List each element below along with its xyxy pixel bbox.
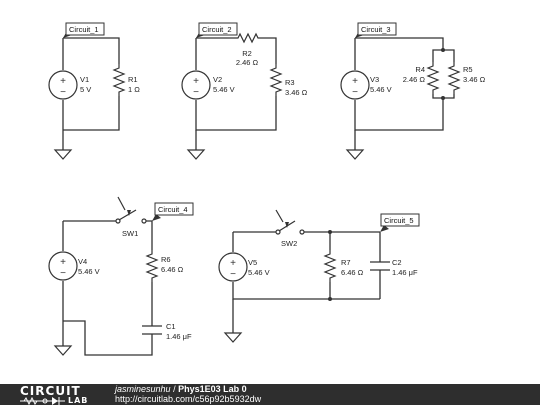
resistor-r1[interactable] (112, 64, 126, 96)
junction-dot (328, 230, 332, 234)
r3-value: 3.46 Ω (285, 88, 308, 97)
c2-value: 1.46 μF (392, 268, 418, 277)
v2-name: V2 (213, 75, 222, 84)
resistor-r2[interactable] (235, 32, 259, 44)
voltage-source-v4[interactable]: + − (48, 251, 78, 281)
voltage-source-v2[interactable]: + − (181, 70, 211, 100)
c1-value: 1.46 μF (166, 332, 192, 341)
net-label-circuit-1[interactable]: Circuit_1 (63, 22, 105, 38)
svg-text:Circuit_3: Circuit_3 (361, 25, 391, 34)
sw1-name: SW1 (122, 229, 138, 238)
project-title: Phys1E03 Lab 0 (178, 384, 247, 394)
circuit-3: + − V3 5.46 V R4 2.46 Ω R5 3.46 Ω Circui… (340, 22, 486, 160)
circuit-2: + − V2 5.46 V R2 2.46 Ω R3 3.46 Ω Circui… (181, 22, 308, 160)
net-label-circuit-4[interactable]: Circuit_4 (152, 202, 194, 221)
r5-value: 3.46 Ω (463, 75, 486, 84)
logo-wordmark-bottom: LAB (68, 396, 89, 405)
v4-value: 5.46 V (78, 267, 100, 276)
v5-name: V5 (248, 258, 257, 267)
ground-icon (54, 337, 72, 356)
net-label-circuit-5[interactable]: Circuit_5 (380, 213, 420, 232)
resistor-r6[interactable] (145, 250, 159, 282)
r7-value: 6.46 Ω (341, 268, 364, 277)
junction-dot (441, 48, 445, 52)
resistor-r4[interactable] (426, 62, 440, 94)
ground-icon (224, 324, 242, 343)
resistor-r3[interactable] (269, 64, 283, 96)
plus-sign: + (230, 258, 236, 269)
ground-icon (346, 141, 364, 160)
circuitlab-logo[interactable]: CIRCUIT LAB (20, 384, 112, 405)
r4-name: R4 (415, 65, 425, 74)
c2-name: C2 (392, 258, 402, 267)
capacitor-c1[interactable] (142, 325, 162, 335)
minus-sign: − (230, 269, 236, 280)
net-label-circuit-3[interactable]: Circuit_3 (355, 22, 397, 38)
project-url[interactable]: http://circuitlab.com/c56p92b5932dw (115, 394, 262, 404)
v5-value: 5.46 V (248, 268, 270, 277)
resistor-r7[interactable] (323, 250, 337, 282)
r3-name: R3 (285, 78, 295, 87)
r6-value: 6.46 Ω (161, 265, 184, 274)
voltage-source-v3[interactable]: + − (340, 70, 370, 100)
r1-value: 1 Ω (128, 85, 140, 94)
r7-name: R7 (341, 258, 351, 267)
meta-separator: / (173, 384, 176, 394)
r2-value: 2.46 Ω (236, 58, 259, 67)
r4-value: 2.46 Ω (403, 75, 426, 84)
svg-text:Circuit_2: Circuit_2 (202, 25, 232, 34)
r6-name: R6 (161, 255, 171, 264)
v3-value: 5.46 V (370, 85, 392, 94)
project-meta: jasminesunhu / Phys1E03 Lab 0 http://cir… (115, 384, 261, 404)
circuit-4: SW1 + − V4 5.46 V R6 6.46 Ω C1 1.46 μF C… (48, 196, 194, 356)
junction-dot (441, 96, 445, 100)
circuit-1: + − V1 5 V R1 1 Ω Circuit_1 (48, 22, 140, 160)
ground-icon (187, 141, 205, 160)
ground-icon (54, 130, 72, 160)
plus-sign: + (60, 257, 66, 268)
schematic-canvas: + − V1 5 V R1 1 Ω Circuit_1 + − V2 5.46 … (48, 22, 486, 356)
minus-sign: − (193, 87, 199, 98)
svg-text:Circuit_1: Circuit_1 (69, 25, 99, 34)
junction-dot (328, 297, 332, 301)
plus-sign: + (193, 76, 199, 87)
net-label-circuit-2[interactable]: Circuit_2 (196, 22, 238, 38)
capacitor-c2[interactable] (370, 261, 390, 271)
plus-sign: + (60, 76, 66, 87)
c1-name: C1 (166, 322, 176, 331)
logo-circuit-glyph-icon (20, 396, 65, 405)
plus-sign: + (352, 76, 358, 87)
v3-name: V3 (370, 75, 379, 84)
minus-sign: − (352, 87, 358, 98)
r2-name: R2 (242, 49, 252, 58)
svg-text:Circuit_5: Circuit_5 (384, 216, 414, 225)
svg-text:Circuit_4: Circuit_4 (158, 205, 188, 214)
v1-value: 5 V (80, 85, 91, 94)
author-name[interactable]: jasminesunhu (115, 384, 171, 394)
v2-value: 5.46 V (213, 85, 235, 94)
r5-name: R5 (463, 65, 473, 74)
switch-sw2[interactable] (275, 209, 305, 235)
minus-sign: − (60, 87, 66, 98)
minus-sign: − (60, 268, 66, 279)
switch-sw1[interactable] (115, 196, 147, 224)
sw2-name: SW2 (281, 239, 297, 248)
footer-bar: CIRCUIT LAB jasminesunhu / Phys1E03 Lab … (0, 384, 540, 405)
v1-name: V1 (80, 75, 89, 84)
r1-name: R1 (128, 75, 138, 84)
logo-wordmark-top: CIRCUIT (20, 384, 81, 398)
circuit-5: SW2 + − V5 5.46 V R7 6.46 Ω C2 1.46 μF C… (218, 209, 420, 343)
resistor-r5[interactable] (447, 62, 461, 94)
v4-name: V4 (78, 257, 87, 266)
voltage-source-v1[interactable]: + − (48, 70, 78, 100)
voltage-source-v5[interactable]: + − (218, 252, 248, 282)
